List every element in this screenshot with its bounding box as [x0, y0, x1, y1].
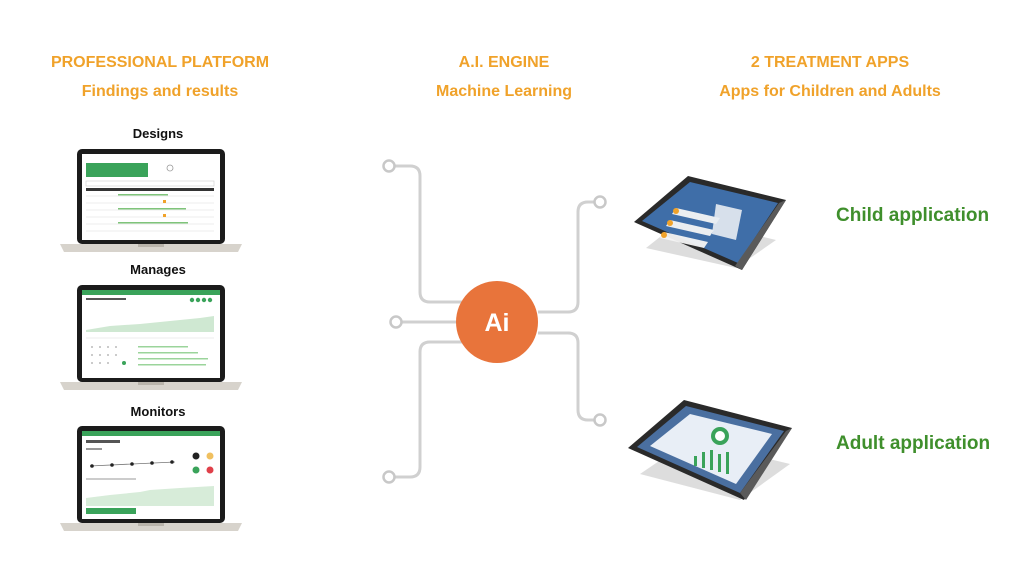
laptop-label-designs: Designs: [132, 126, 184, 141]
engine-title: A.I. ENGINE: [458, 54, 550, 71]
tablet-adult: [628, 400, 792, 500]
apps-header: 2 TREATMENT APPS Apps for Children and A…: [690, 48, 970, 106]
connector-bottom-right: [538, 331, 596, 422]
engine-subtitle: Machine Learning: [435, 83, 573, 100]
endpoint-middle-left: [389, 315, 403, 329]
laptop-label-manages: Manages: [130, 262, 186, 277]
ai-node-circle: [456, 281, 538, 363]
laptop-designs: [60, 149, 242, 252]
laptop-monitors: [60, 426, 242, 531]
connector-top-right: [538, 200, 596, 314]
endpoint-top-right: [593, 195, 607, 209]
app-label-child: Child application: [836, 205, 990, 226]
laptop-label-monitors: Monitors: [130, 404, 186, 419]
endpoint-bottom-right: [593, 413, 607, 427]
platform-title: PROFESSIONAL PLATFORM: [50, 54, 270, 71]
ai-node-label: Ai: [485, 309, 510, 337]
engine-header: A.I. ENGINE Machine Learning: [404, 48, 604, 106]
connector-lines: [393, 164, 596, 479]
endpoint-bottom-left: [382, 470, 396, 484]
apps-title: 2 TREATMENT APPS: [750, 54, 910, 71]
platform-subtitle: Findings and results: [81, 83, 239, 100]
ai-node: Ai: [456, 281, 538, 363]
platform-header: PROFESSIONAL PLATFORM Findings and resul…: [30, 48, 290, 106]
apps-subtitle: Apps for Children and Adults: [719, 83, 941, 100]
connector-bottom-left: [393, 340, 462, 479]
connector-endpoints: [382, 159, 607, 484]
connector-top-left: [393, 164, 462, 304]
endpoint-top-left: [382, 159, 396, 173]
app-label-adult: Adult application: [836, 433, 991, 454]
tablet-child: [634, 176, 786, 270]
laptop-manages: [60, 285, 242, 390]
